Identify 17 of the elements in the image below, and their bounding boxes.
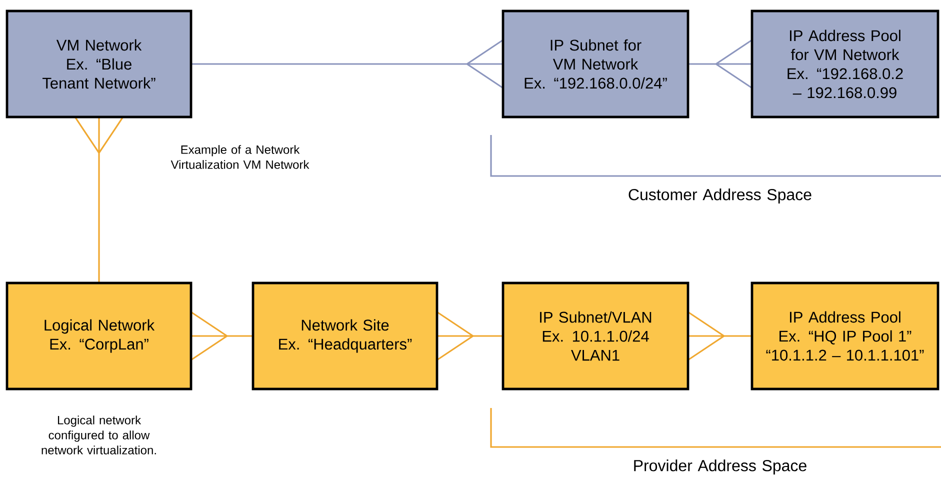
connector — [436, 311, 504, 361]
note: Customer Address Space — [628, 188, 812, 204]
connector — [687, 39, 753, 89]
entity-box: IP Subnet/VLAN Ex. 10.1.1.0/24 VLAN1 — [502, 282, 690, 390]
note: Provider Address Space — [634, 460, 806, 474]
note: Logical network configured to allow network virtualization. — [42, 416, 156, 454]
connector — [190, 39, 504, 89]
connector — [190, 311, 254, 361]
entity-box: Logical Network Ex. “CorpLan” — [6, 282, 192, 390]
entity-box: IP Address Pool Ex. “HQ IP Pool 1” “10.1.1.2 – 10.1.1.101” — [750, 282, 940, 390]
connector — [687, 311, 753, 361]
note: Example of a Network Virtualization VM Network — [170, 145, 310, 169]
entity-box: IP Address Pool for VM Network Ex. “192.168.0.2 – 192.168.0.99 — [750, 10, 940, 118]
entity-box: Network Site Ex. “Headquarters” — [252, 282, 438, 390]
connector — [74, 116, 124, 284]
entity-box: VM Network Ex. “Blue Tenant Network” — [6, 10, 192, 118]
entity-box: IP Subnet for VM Network Ex. “192.168.0.0/24” — [502, 10, 690, 118]
